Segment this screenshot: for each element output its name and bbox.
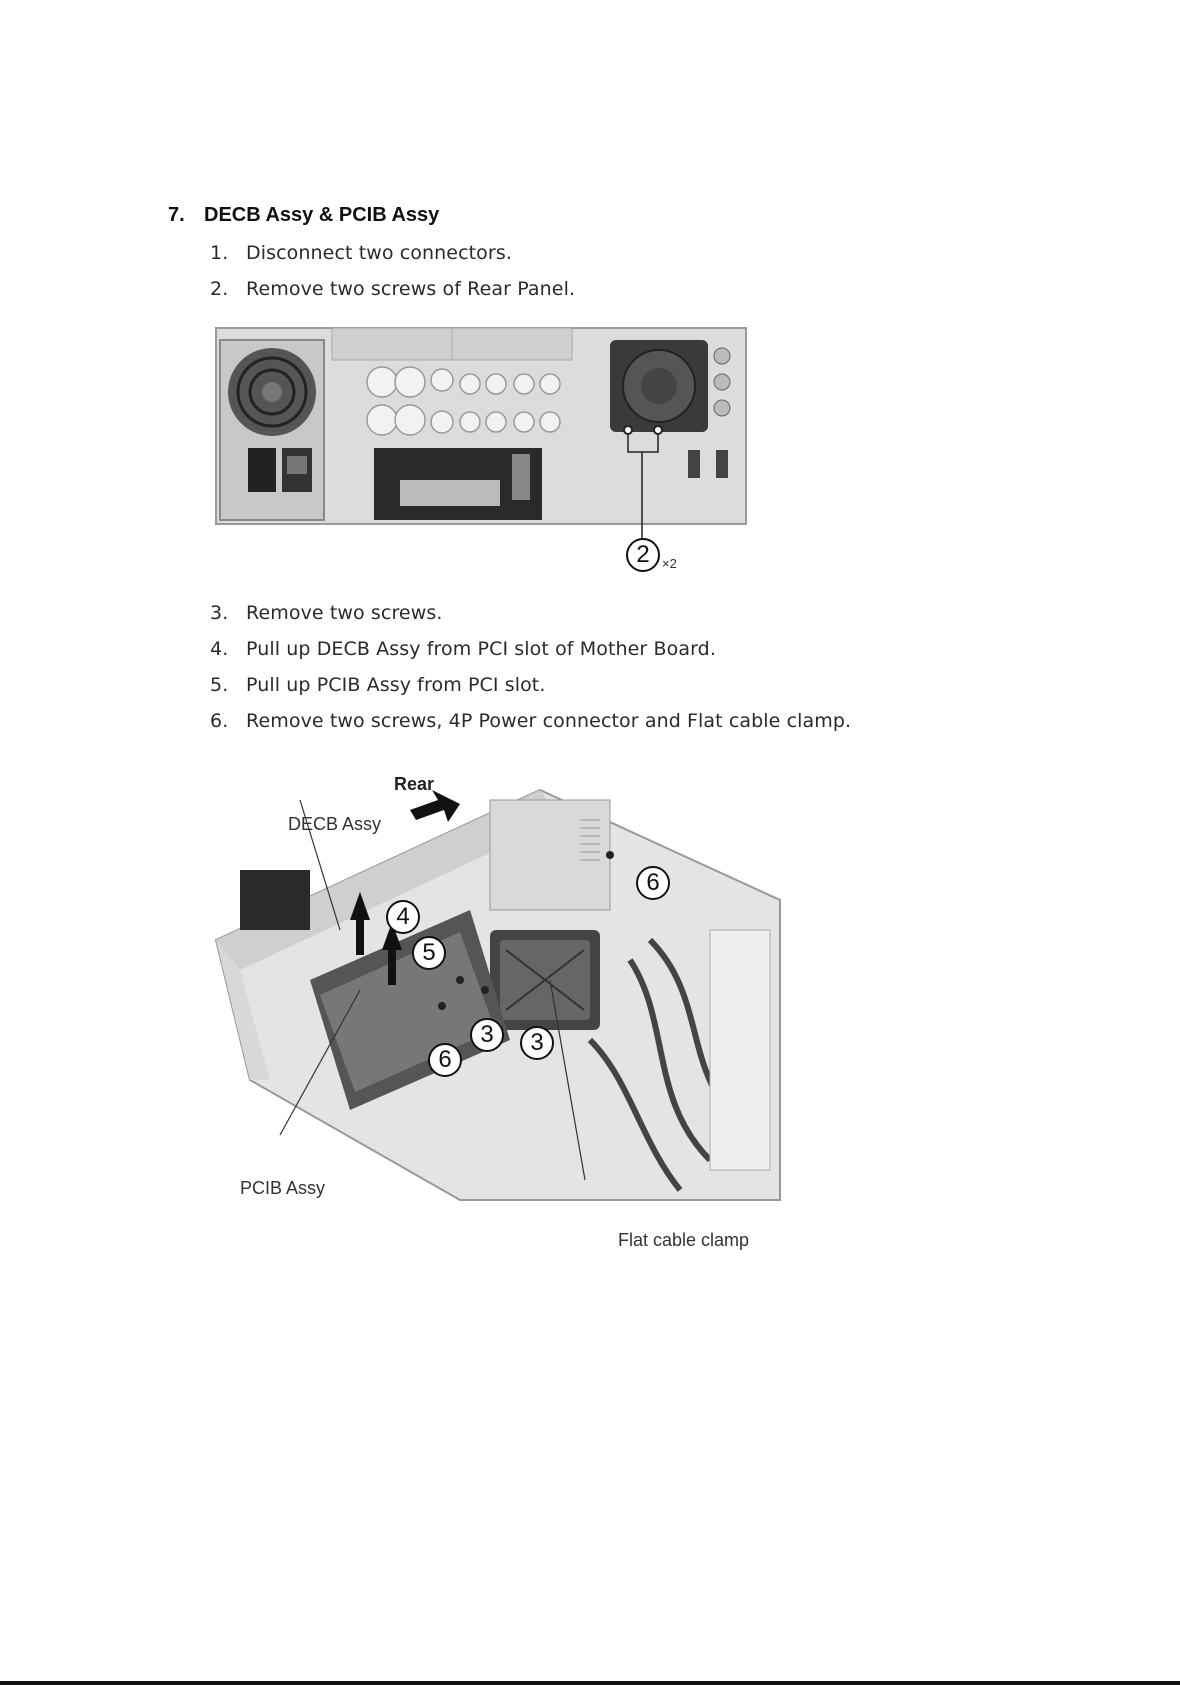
step-text: Remove two screws, 4P Power connector an…	[246, 710, 852, 732]
step-number: 5.	[210, 674, 229, 696]
step-text: Remove two screws.	[246, 602, 443, 624]
step-3: 3. Remove two screws.	[210, 602, 443, 624]
step-1: 1. Disconnect two connectors.	[210, 242, 512, 264]
chassis-figure	[214, 788, 781, 1201]
step-number: 3.	[210, 602, 229, 624]
label-decb-assy: DECB Assy	[288, 814, 382, 834]
step-text: Pull up DECB Assy from PCI slot of Mothe…	[246, 638, 716, 660]
section-title: 7. DECB Assy & PCIB Assy	[168, 204, 439, 227]
step-number: 4.	[210, 638, 229, 660]
label-pcib-assy: PCIB Assy	[240, 1178, 326, 1198]
callout-3b: 3	[520, 1026, 554, 1060]
callout-6a: 6	[428, 1043, 462, 1077]
screw	[653, 425, 663, 435]
label-rear: Rear	[394, 774, 435, 794]
arrow-up-4	[350, 892, 370, 955]
step-text: Remove two screws of Rear Panel.	[246, 278, 576, 300]
callout-5: 5	[412, 936, 446, 970]
step-text: Pull up PCIB Assy from PCI slot.	[246, 674, 546, 696]
callout-multiplier: ×2	[662, 556, 677, 571]
step-number: 2.	[210, 278, 229, 300]
section-title-text: DECB Assy & PCIB Assy	[204, 204, 440, 226]
step-2: 2. Remove two screws of Rear Panel.	[210, 278, 575, 300]
step-6: 6. Remove two screws, 4P Power connector …	[210, 710, 851, 732]
rear-panel-figure	[215, 327, 747, 542]
step-number: 6.	[210, 710, 229, 732]
bottom-rule	[0, 1681, 1180, 1685]
step-number: 1.	[210, 242, 229, 264]
step-text: Disconnect two connectors.	[246, 242, 512, 264]
rear-arrow	[410, 790, 460, 822]
callout-3a: 3	[470, 1018, 504, 1052]
callout-2: 2	[626, 538, 660, 572]
power-supply	[489, 799, 611, 911]
connector-rows	[366, 366, 561, 436]
arrow-up-5	[382, 922, 402, 985]
step-5: 5. Pull up PCIB Assy from PCI slot.	[210, 674, 546, 696]
label-flat-cable-clamp: Flat cable clamp	[618, 1230, 750, 1250]
screw	[623, 425, 633, 435]
callout-4: 4	[386, 900, 420, 934]
step-4: 4. Pull up DECB Assy from PCI slot of Mot…	[210, 638, 716, 660]
callout-6b: 6	[636, 866, 670, 900]
section-number: 7.	[168, 204, 185, 226]
